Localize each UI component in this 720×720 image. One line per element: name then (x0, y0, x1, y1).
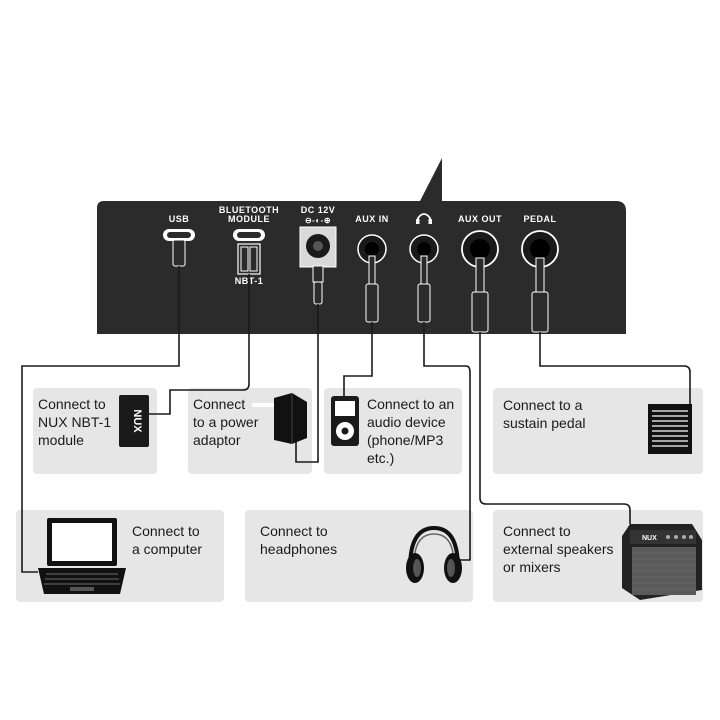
box-nbt-text: Connect to NUX NBT-1 module (38, 396, 115, 448)
aux-out-port-label: AUX OUT (458, 214, 502, 224)
svg-text:NUX: NUX (131, 409, 143, 433)
dc-polarity-symbol: ⊖-◐-⊕ (305, 216, 331, 225)
dc-power-port[interactable] (299, 226, 337, 305)
usb-port-label: USB (169, 214, 190, 224)
bluetooth-port-label-2: MODULE (228, 214, 270, 224)
aux-out-jack[interactable] (461, 230, 499, 333)
box-pedal-text: Connect to a sustain pedal (503, 397, 586, 431)
sustain-pedal-icon (648, 404, 692, 454)
speaker-amp-icon: NUX (622, 524, 702, 600)
box-speakers-text: Connect to external speakers or mixers (503, 523, 617, 575)
box-power-text: Connect to a power adaptor (193, 396, 262, 448)
pedal-jack[interactable] (521, 230, 559, 333)
dc-cable (295, 304, 319, 463)
aux-out-cable (479, 332, 631, 524)
box-computer-text: Connect to a computer (132, 523, 204, 557)
svg-text:NUX: NUX (642, 535, 657, 542)
bluetooth-cable (148, 274, 250, 415)
headphones-icon (406, 525, 462, 583)
aux-in-port-label: AUX IN (355, 214, 389, 224)
dc-port-label: DC 12V (301, 205, 336, 215)
nux-nbt-module-icon: NUX (119, 395, 149, 447)
bluetooth-port-label: BLUETOOTH (219, 205, 279, 215)
aux-in-cable (343, 322, 373, 396)
aux-in-jack[interactable] (357, 234, 387, 323)
power-adaptor-icon (252, 393, 307, 444)
laptop-icon (38, 518, 126, 594)
box-headphones-text: Connect to headphones (260, 523, 337, 557)
headphone-cable (423, 322, 471, 561)
box-audio-text: Connect to an audio device (phone/MP3 et… (367, 396, 458, 466)
mp3-player-icon (331, 396, 359, 446)
pedal-cable (539, 332, 691, 404)
usb-cable (21, 266, 180, 573)
pedal-port-label: PEDAL (523, 214, 556, 224)
headphone-port-icon (416, 213, 432, 224)
